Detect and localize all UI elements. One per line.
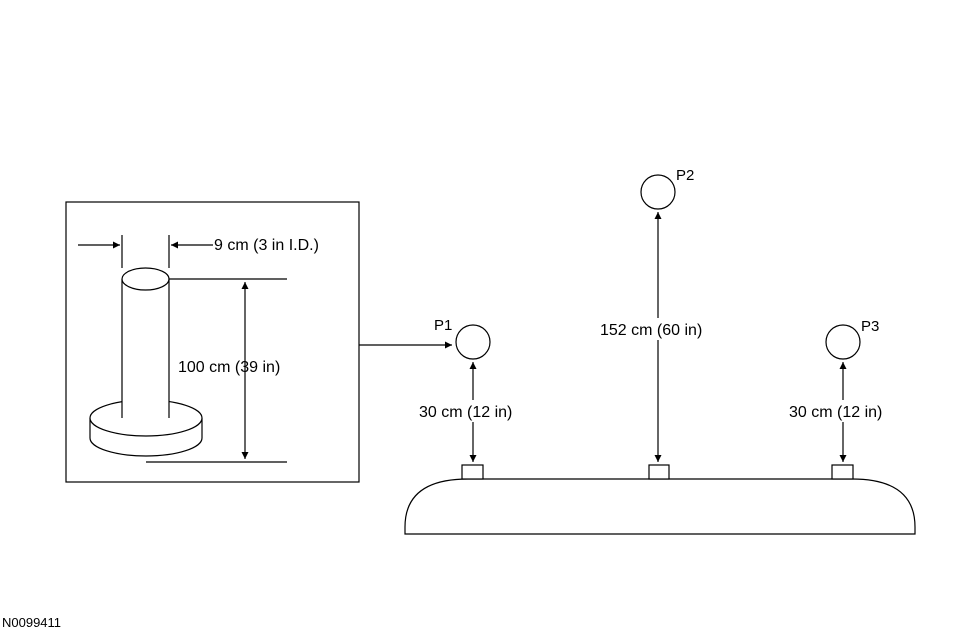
distance-p1-label: 30 cm (12 in)	[419, 404, 512, 421]
inset-frame	[65, 201, 360, 483]
point-p1-label: P1	[434, 317, 452, 334]
distance-p2-label: 152 cm (60 in)	[600, 322, 702, 339]
pipe-stand	[89, 267, 203, 457]
height-label: 100 cm (39 in)	[178, 359, 280, 376]
sensor-block-2	[648, 464, 670, 480]
vehicle-body	[404, 478, 916, 535]
point-p1-circle	[455, 324, 491, 360]
diameter-label: 9 cm (3 in I.D.)	[214, 237, 319, 254]
figure-id: N0099411	[2, 615, 61, 630]
point-p2-label: P2	[676, 167, 694, 184]
point-p3-label: P3	[861, 318, 879, 335]
point-p3-circle	[825, 324, 861, 360]
distance-p3-label: 30 cm (12 in)	[789, 404, 882, 421]
sensor-block-1	[461, 464, 484, 480]
point-p2-circle	[640, 174, 676, 210]
height-dimension	[146, 278, 287, 463]
sensor-block-3	[831, 464, 854, 480]
diameter-dimension	[78, 235, 213, 268]
